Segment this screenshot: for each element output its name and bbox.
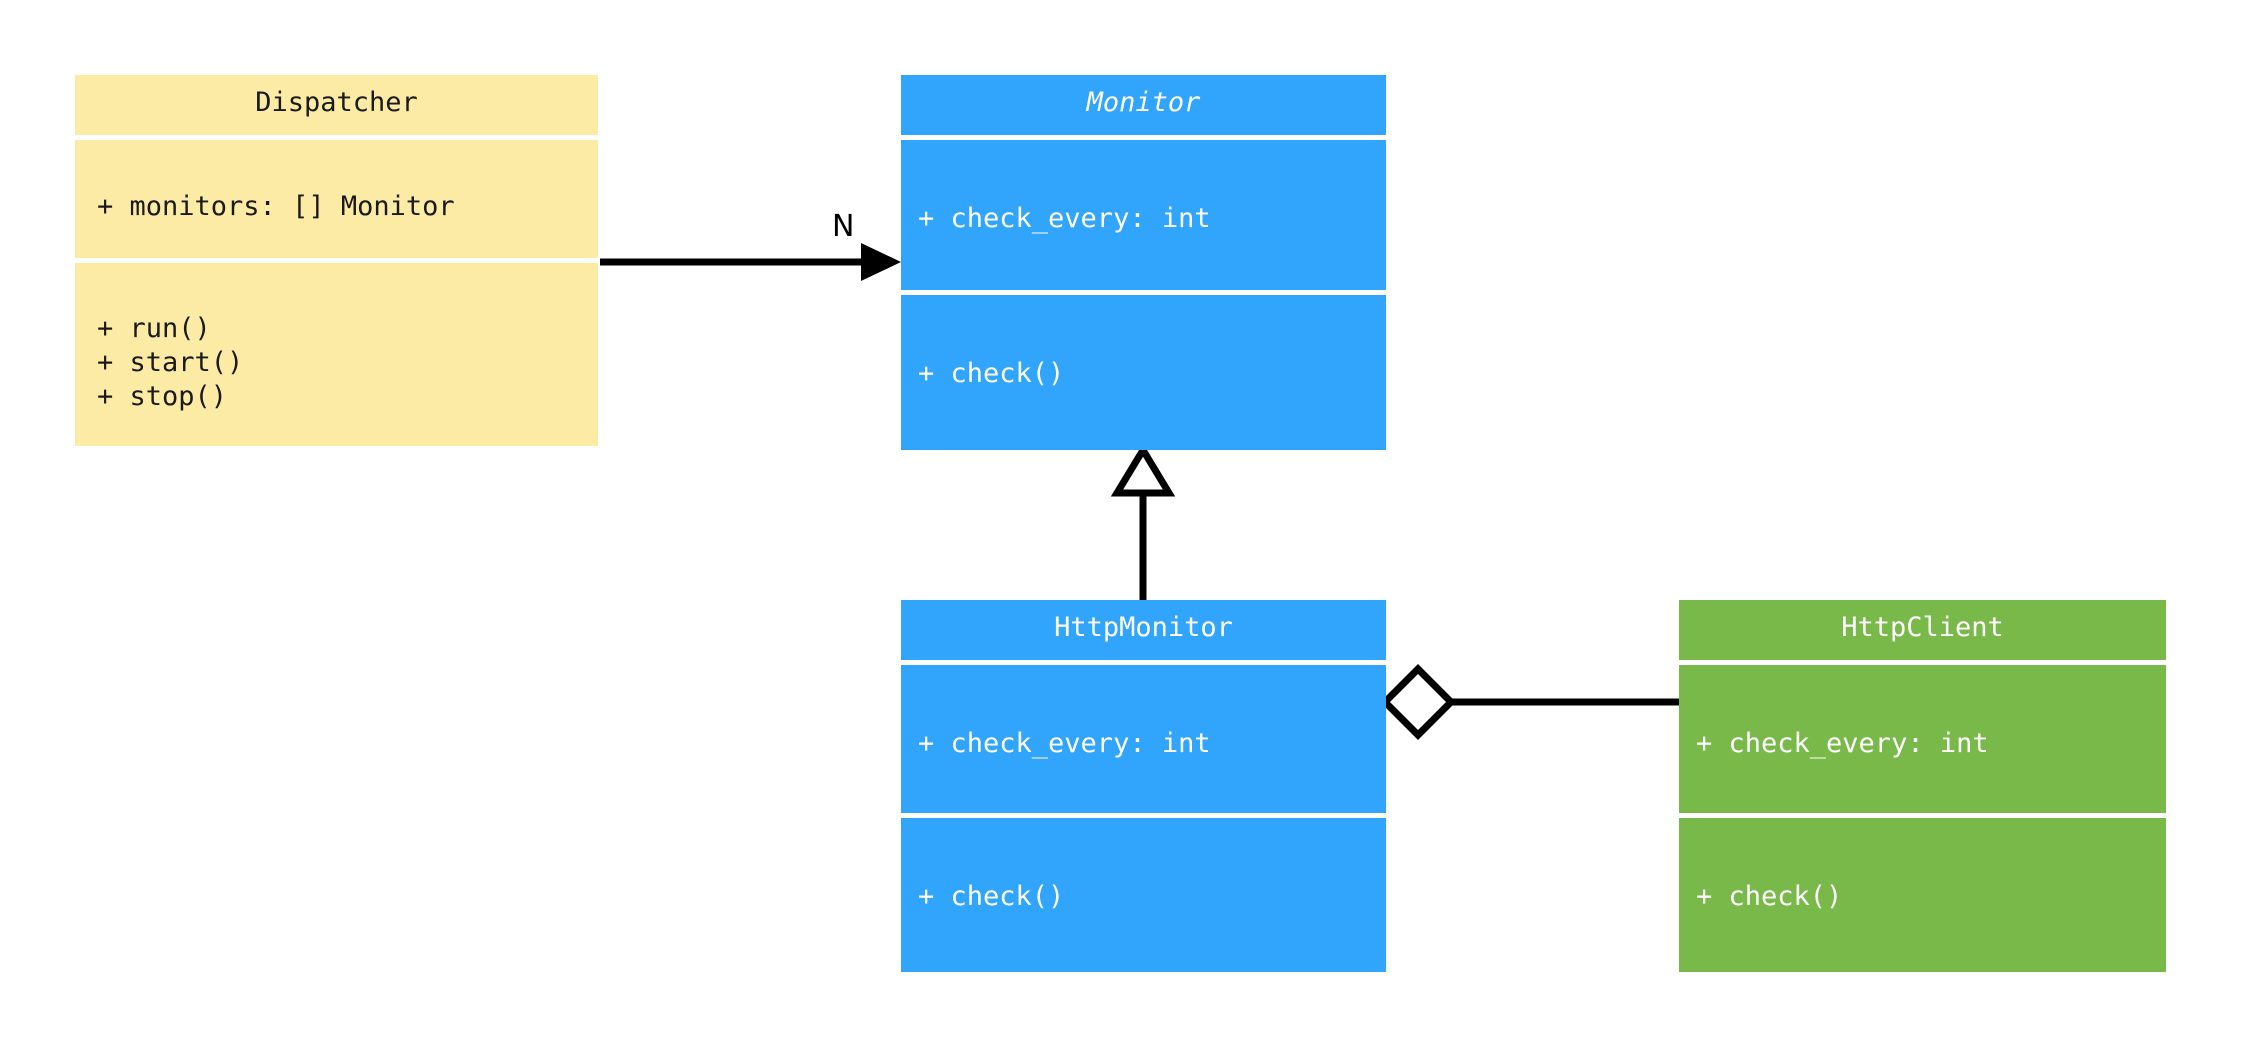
class-methods-compartment-httpmonitor: + check()	[901, 813, 1386, 972]
edge-label-multiplicity-n: N	[832, 209, 855, 244]
class-box-httpmonitor[interactable]: HttpMonitor + check_every: int + check()	[901, 600, 1386, 972]
edge-dispatcher-to-monitor	[600, 243, 901, 281]
class-box-httpclient[interactable]: HttpClient + check_every: int + check()	[1679, 600, 2166, 972]
class-name-httpmonitor: HttpMonitor	[1054, 612, 1233, 643]
class-methods-compartment-dispatcher: + run() + start() + stop()	[75, 258, 598, 446]
edge-httpmonitor-to-httpclient	[1380, 664, 1679, 740]
attribute-row: + check_every: int	[918, 203, 1211, 234]
class-title-compartment-httpclient: HttpClient	[1679, 600, 2166, 660]
class-attributes-compartment-httpmonitor: + check_every: int	[901, 660, 1386, 813]
class-attributes-compartment-httpclient: + check_every: int	[1679, 660, 2166, 813]
method-row: + check()	[918, 881, 1065, 912]
class-methods-compartment-httpclient: + check()	[1679, 813, 2166, 972]
class-attributes-compartment-dispatcher: + monitors: [] Monitor	[75, 135, 598, 258]
class-box-dispatcher[interactable]: Dispatcher + monitors: [] Monitor + run(…	[75, 75, 598, 446]
class-title-compartment-httpmonitor: HttpMonitor	[901, 600, 1386, 660]
attribute-row: + check_every: int	[1696, 728, 1989, 759]
class-methods-compartment-monitor: + check()	[901, 290, 1386, 450]
method-row: + stop()	[97, 381, 228, 412]
method-row: + start()	[97, 347, 244, 378]
attribute-row: + check_every: int	[918, 728, 1211, 759]
method-row: + check()	[1696, 881, 1843, 912]
class-name-monitor: Monitor	[1086, 87, 1201, 118]
class-title-compartment-dispatcher: Dispatcher	[75, 75, 598, 135]
method-row: + run()	[97, 313, 211, 344]
class-attributes-compartment-monitor: + check_every: int	[901, 135, 1386, 290]
class-title-compartment-monitor: Monitor	[901, 75, 1386, 135]
class-name-dispatcher: Dispatcher	[255, 87, 418, 118]
class-box-monitor[interactable]: Monitor + check_every: int + check()	[901, 75, 1386, 450]
edge-httpmonitor-to-monitor	[1110, 443, 1176, 600]
class-name-httpclient: HttpClient	[1841, 612, 2004, 643]
method-row: + check()	[918, 358, 1065, 389]
attribute-row: + monitors: [] Monitor	[97, 191, 455, 222]
